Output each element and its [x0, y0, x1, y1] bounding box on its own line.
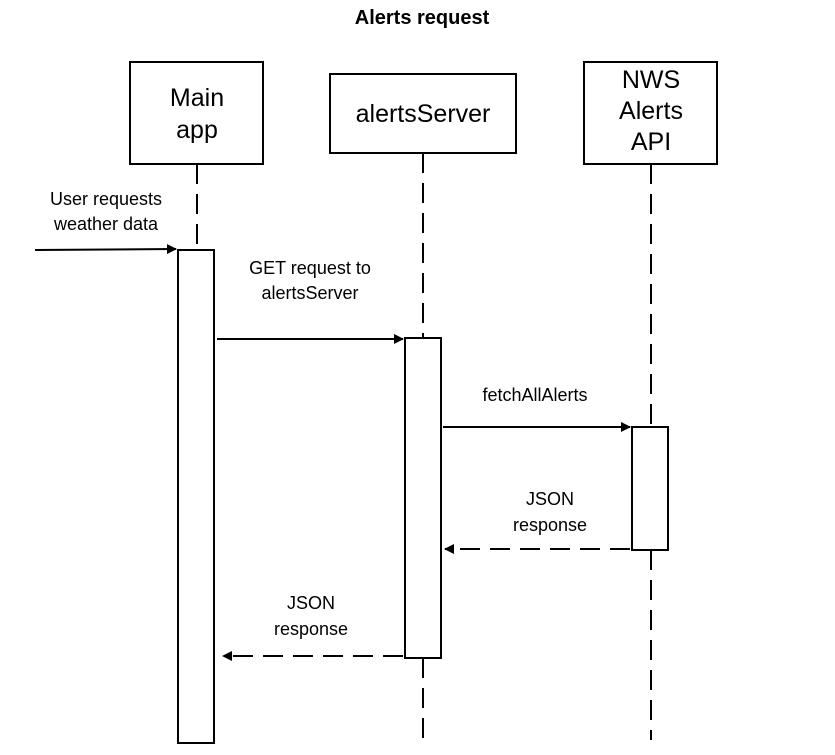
message-json-response-api-label-2: response — [513, 515, 587, 535]
activation-alerts-server — [404, 337, 442, 659]
participant-main-app-label-2: app — [176, 116, 218, 144]
message-json-response-server-label-2: response — [274, 619, 348, 639]
message-json-response-api-label-1: JSON — [526, 489, 574, 509]
participant-nws-api-label-2: Alerts — [619, 97, 683, 125]
participant-main-app-label-1: Main — [170, 84, 224, 112]
participant-nws-api-label-3: API — [631, 128, 671, 156]
participant-nws-api: NWS Alerts API — [583, 61, 718, 165]
diagram-title: Alerts request — [355, 7, 490, 29]
activation-nws-api — [631, 426, 669, 551]
message-user-request-label-1: User requests — [50, 189, 162, 209]
message-user-request: User requests weather data — [34, 189, 177, 255]
message-get-request-label-2: alertsServer — [261, 283, 358, 303]
message-user-request-label-2: weather data — [53, 214, 159, 234]
message-get-request-label-1: GET request to — [249, 258, 371, 278]
activation-main-app — [177, 249, 215, 744]
participant-alerts-server-label: alertsServer — [356, 100, 491, 128]
message-json-response-api: JSON response — [444, 489, 630, 554]
participant-main-app: Main app — [129, 61, 264, 165]
message-get-request: GET request to alertsServer — [217, 258, 404, 344]
message-fetch-all-alerts-label: fetchAllAlerts — [482, 385, 587, 405]
participant-nws-api-label-1: NWS — [622, 66, 680, 94]
message-json-response-server: JSON response — [222, 593, 403, 661]
message-fetch-all-alerts: fetchAllAlerts — [443, 385, 631, 432]
message-json-response-server-label-1: JSON — [287, 593, 335, 613]
participant-alerts-server: alertsServer — [329, 73, 517, 154]
